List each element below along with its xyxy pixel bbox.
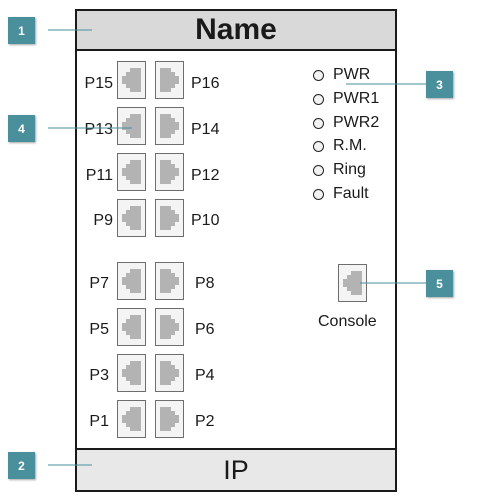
rj45-jack-icon <box>160 361 179 385</box>
port-label-left: P3 <box>89 367 109 384</box>
led-label: PWR <box>333 66 371 83</box>
port-label-right: P16 <box>191 75 220 92</box>
callout-badge-2: 2 <box>8 452 35 479</box>
rj45-jack-icon <box>122 315 141 339</box>
led-indicator <box>313 141 324 152</box>
rj45-jack-icon <box>343 271 362 295</box>
rj45-jack-icon <box>160 206 179 230</box>
ethernet-port-left[interactable] <box>117 400 146 438</box>
rj45-jack-icon <box>122 206 141 230</box>
ethernet-port-left[interactable] <box>117 107 146 145</box>
ethernet-port-left[interactable] <box>117 354 146 392</box>
rj45-jack-icon <box>122 361 141 385</box>
ethernet-port-left[interactable] <box>117 262 146 300</box>
callout-badge-1: 1 <box>8 17 35 44</box>
rj45-jack-icon <box>160 68 179 92</box>
ethernet-port-right[interactable] <box>155 61 184 99</box>
rj45-jack-icon <box>160 407 179 431</box>
port-label-left: P13 <box>84 121 113 138</box>
ethernet-port-left[interactable] <box>117 61 146 99</box>
ethernet-port-right[interactable] <box>155 153 184 191</box>
port-label-right: P12 <box>191 167 220 184</box>
led-label: PWR2 <box>333 114 380 131</box>
device-ip-footer: IP <box>77 448 395 490</box>
ethernet-port-right[interactable] <box>155 199 184 237</box>
rj45-jack-icon <box>122 407 141 431</box>
port-label-right: P4 <box>195 367 215 384</box>
rj45-jack-icon <box>122 160 141 184</box>
led-indicator <box>313 70 324 81</box>
device-name-header: Name <box>77 11 395 51</box>
led-indicator <box>313 189 324 200</box>
led-indicator <box>313 118 324 129</box>
rj45-jack-icon <box>122 68 141 92</box>
callout-badge-3: 3 <box>426 71 453 98</box>
port-label-left: P5 <box>89 321 109 338</box>
port-label-left: P11 <box>85 167 113 184</box>
port-label-right: P8 <box>195 275 215 292</box>
rj45-jack-icon <box>160 315 179 339</box>
led-indicator <box>313 165 324 176</box>
led-label: PWR1 <box>333 90 380 107</box>
port-label-left: P1 <box>89 413 109 430</box>
ethernet-port-right[interactable] <box>155 400 184 438</box>
rj45-jack-icon <box>122 114 141 138</box>
ethernet-port-right[interactable] <box>155 107 184 145</box>
switch-device: Name P15 P16 P13 P14 P11 P12 P9 P10 P7 P… <box>75 9 397 492</box>
port-label-right: P2 <box>195 413 215 430</box>
ethernet-port-left[interactable] <box>117 153 146 191</box>
port-label-right: P6 <box>195 321 215 338</box>
port-label-left: P7 <box>89 275 109 292</box>
console-port[interactable] <box>338 264 367 302</box>
port-label-right: P14 <box>191 121 220 138</box>
rj45-jack-icon <box>160 114 179 138</box>
port-label-left: P15 <box>84 75 113 92</box>
rj45-jack-icon <box>160 160 179 184</box>
ethernet-port-left[interactable] <box>117 199 146 237</box>
port-label-left: P9 <box>93 212 113 229</box>
ethernet-port-right[interactable] <box>155 308 184 346</box>
port-label-right: P10 <box>191 212 220 229</box>
console-label: Console <box>318 313 377 330</box>
led-label: R.M. <box>333 137 367 154</box>
ethernet-port-left[interactable] <box>117 308 146 346</box>
callout-badge-4: 4 <box>8 115 35 142</box>
rj45-jack-icon <box>122 269 141 293</box>
led-label: Ring <box>333 161 366 178</box>
ethernet-port-right[interactable] <box>155 262 184 300</box>
led-indicator <box>313 94 324 105</box>
callout-badge-5: 5 <box>426 270 453 297</box>
rj45-jack-icon <box>160 269 179 293</box>
ethernet-port-right[interactable] <box>155 354 184 392</box>
led-label: Fault <box>333 185 369 202</box>
